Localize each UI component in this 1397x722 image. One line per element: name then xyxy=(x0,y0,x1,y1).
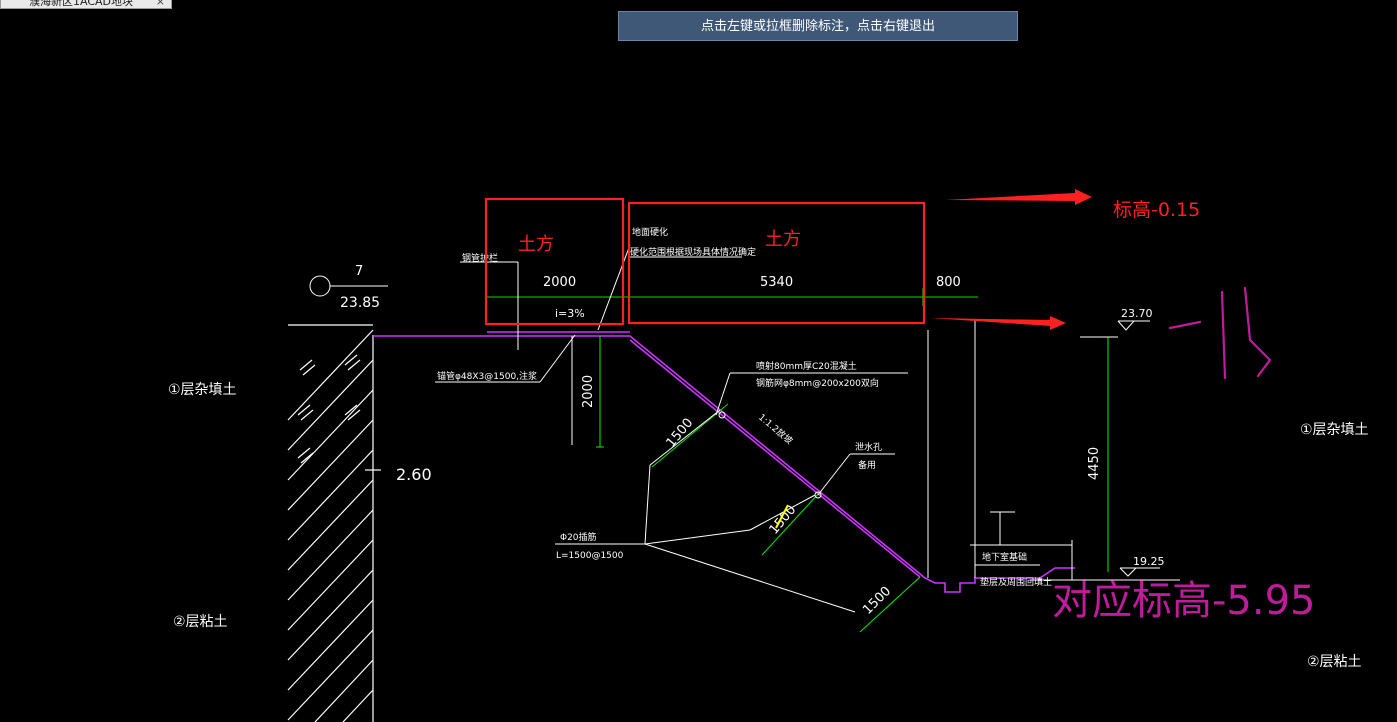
file-tab-label: 濮海新区1ACAD地块 xyxy=(29,0,134,8)
drain-text-1: 泄水孔 xyxy=(855,441,882,453)
close-icon[interactable]: × xyxy=(155,0,165,8)
elevation-label-bottom: 对应标高-5.95 xyxy=(1052,578,1316,624)
handwritten-mark xyxy=(1168,286,1272,380)
spray-text-1: 喷射80mm厚C20混凝土 xyxy=(756,360,857,372)
dim-2000-vert: 2000 xyxy=(581,375,596,408)
basement-text-2: 垫层及周围回填土 xyxy=(980,576,1052,588)
ground-harden-text-2: 硬化范围根据现场具体情况确定 xyxy=(630,246,756,258)
elev-2385-text: 23.85 xyxy=(340,295,380,311)
earthwork-label-2: 土方 xyxy=(765,229,801,250)
drain-text-2: 备用 xyxy=(858,459,876,471)
ground-harden-text-1: 地面硬化 xyxy=(632,226,668,238)
dim-2000-top: 2000 xyxy=(543,275,576,290)
dim-800: 800 xyxy=(936,275,961,290)
anchor-rod-text-1: Φ20插筋 xyxy=(560,531,597,543)
layer1-right-label: ①层杂填土 xyxy=(1300,422,1369,438)
left-wall xyxy=(287,324,381,722)
dim-5340: 5340 xyxy=(760,275,793,290)
elev-260-text: 2.60 xyxy=(396,465,432,484)
drain-pipe-mark xyxy=(775,504,789,529)
elevation-label-top: 标高-0.15 xyxy=(1113,199,1200,221)
slope-profile xyxy=(373,331,1075,593)
slope-ratio-text: 1:1.2放坡 xyxy=(756,411,795,447)
basement-text-1: 地下室基础 xyxy=(982,551,1027,563)
slope-i-text: i=3% xyxy=(555,307,585,320)
dimension-lines xyxy=(487,288,1109,633)
steel-guard-text: 钢管护栏 xyxy=(462,252,498,264)
layer2-left-label: ②层粘土 xyxy=(173,614,228,630)
command-tooltip: 点击左键或拉框删除标注，点击右键退出 xyxy=(618,11,1018,41)
elevation-marker-2385 xyxy=(309,275,388,297)
arrow-icon-top xyxy=(945,189,1092,205)
anchor-pipe-text: 锚管φ48X3@1500,注浆 xyxy=(437,370,537,382)
file-tab-bar: 濮海新区1ACAD地块 × xyxy=(0,0,1397,10)
dim-4450: 4450 xyxy=(1087,447,1102,480)
layer1-left-label: ①层杂填土 xyxy=(168,382,237,398)
file-tab[interactable]: 濮海新区1ACAD地块 × xyxy=(0,0,172,9)
elev-1925-text: 19.25 xyxy=(1133,555,1165,568)
elev-2370-text: 23.70 xyxy=(1121,307,1153,320)
earthwork-box-1 xyxy=(484,197,625,326)
elev-7-text: 7 xyxy=(355,264,363,279)
leader-lines xyxy=(435,244,1180,613)
anchor-rod-text-2: L=1500@1500 xyxy=(556,551,624,561)
earthwork-box-2 xyxy=(627,201,926,325)
dim-1500-c: 1500 xyxy=(860,584,894,618)
spray-text-2: 钢筋网φ8mm@200x200双向 xyxy=(756,377,879,389)
layer2-right-label: ②层粘土 xyxy=(1307,654,1362,670)
arrow-icon-middle xyxy=(930,316,1066,330)
earthwork-label-1: 土方 xyxy=(518,234,554,255)
